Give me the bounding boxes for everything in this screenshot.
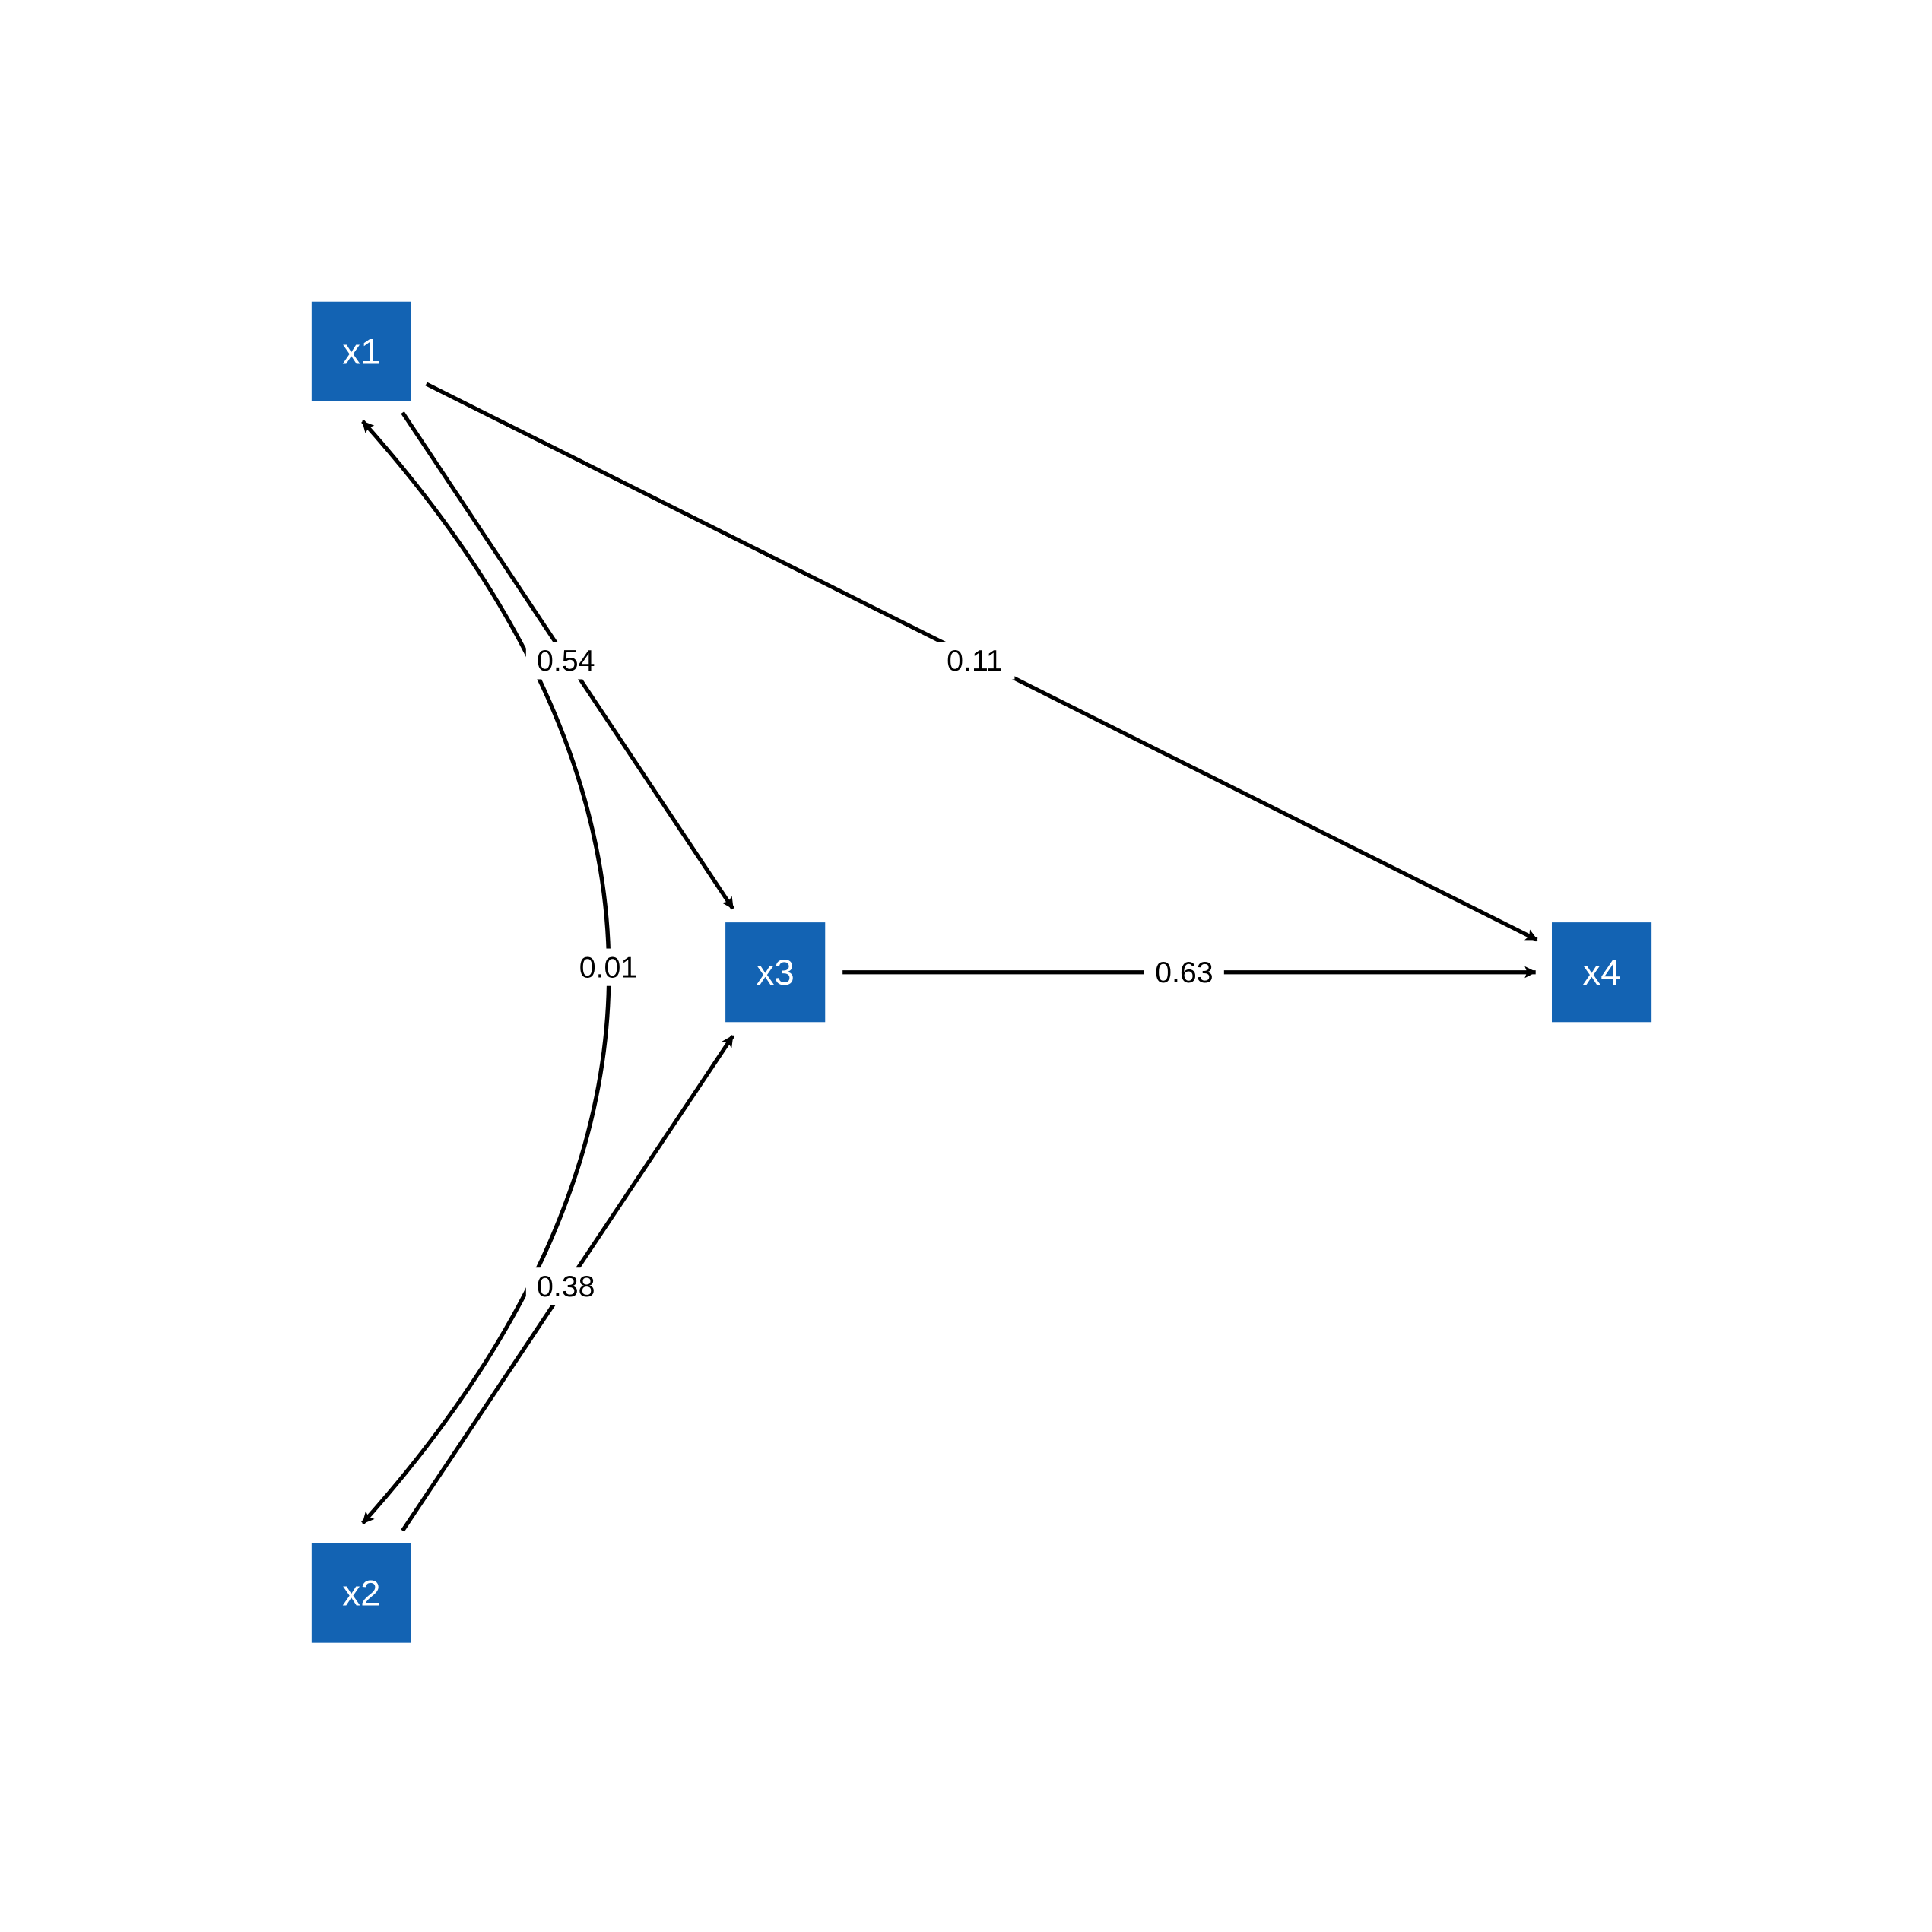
node-x2: x2 xyxy=(311,1543,411,1643)
node-label: x3 xyxy=(757,953,795,993)
edge-label-background xyxy=(568,948,649,986)
edge-label-x1-x3: 0.54 xyxy=(537,644,595,677)
node-x4: x4 xyxy=(1551,922,1652,1023)
edge-label-background xyxy=(1144,953,1224,991)
edge-label-background xyxy=(525,642,606,680)
node-label: x4 xyxy=(1582,953,1620,993)
node-box xyxy=(311,301,411,401)
edge-label-background xyxy=(525,1267,606,1305)
node-box xyxy=(311,1543,411,1643)
node-box xyxy=(1551,922,1652,1023)
node-x1: x1 xyxy=(311,301,411,401)
node-box xyxy=(725,922,826,1023)
node-x3: x3 xyxy=(725,922,826,1023)
edge-label-x1-x4: 0.11 xyxy=(947,644,1003,677)
edge-label-x2-x3: 0.38 xyxy=(537,1270,595,1303)
edge-label-background xyxy=(934,642,1015,680)
node-label: x2 xyxy=(342,1573,380,1613)
node-label: x1 xyxy=(342,332,380,373)
edge-label-x3-x4: 0.63 xyxy=(1155,956,1213,989)
edge-label-x1-x2: 0.01 xyxy=(579,950,638,984)
